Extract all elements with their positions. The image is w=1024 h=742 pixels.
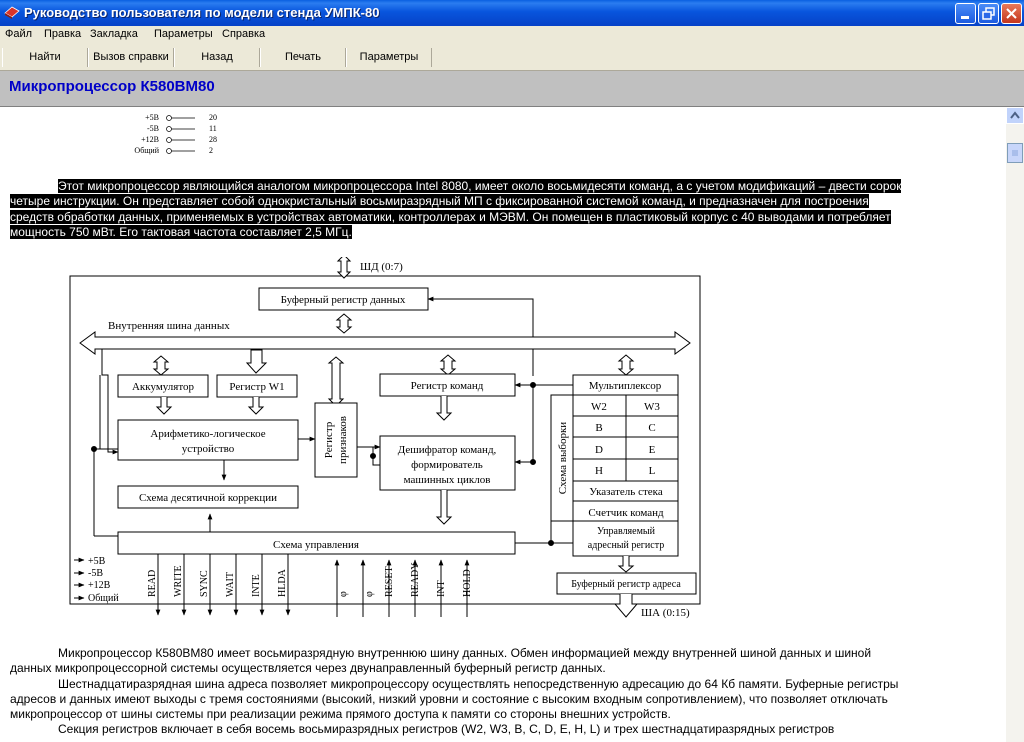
register-h: H: [595, 465, 603, 477]
signal-phi2: φ: [364, 591, 375, 597]
paragraph-line: Микропроцессор К580ВМ80 имеет восьмиразр…: [58, 646, 872, 660]
register-d: D: [595, 444, 603, 456]
minimize-button[interactable]: [955, 3, 976, 24]
pin-row: Общий 2: [134, 146, 213, 155]
signal-reset: RESET: [384, 566, 395, 597]
paragraph-line: данных микропроцессорной системы осущест…: [10, 661, 606, 676]
menu-options[interactable]: Параметры: [154, 28, 213, 40]
signal-hold: HOLD: [462, 569, 473, 597]
cpu-block-diagram: ШД (0:7) Буферный регистр данных Внутрен…: [69, 257, 701, 619]
address-register: Управляемый: [597, 526, 656, 537]
signal-inte: INTE: [251, 574, 262, 597]
buffer-address-register: Буферный регистр адреса: [571, 579, 681, 590]
register-l: L: [649, 465, 656, 477]
address-bus-label: ША (0:15): [641, 607, 690, 619]
close-button[interactable]: [1001, 3, 1022, 24]
find-button[interactable]: Найти: [2, 48, 88, 67]
power-ground: Общий: [88, 593, 119, 604]
register-w2: W2: [591, 401, 607, 413]
register-e: E: [649, 444, 656, 456]
internal-bus-label: Внутренняя шина данных: [108, 320, 230, 332]
flags-register-block-2: признаков: [337, 416, 349, 464]
register-c: C: [648, 422, 655, 434]
alu-block: Арифметико-логическое: [150, 428, 265, 440]
accumulator-block: Аккумулятор: [132, 381, 195, 393]
signal-wait: WAIT: [225, 572, 236, 597]
power-12v: +12В: [88, 580, 111, 591]
power-minus5v: -5В: [88, 568, 103, 579]
multiplexer-block: Мультиплексор: [589, 380, 662, 392]
selected-line: средств обработки данных, применяемых в …: [10, 209, 891, 224]
signal-read: READ: [147, 570, 158, 597]
window-title: Руководство пользователя по модели стенд…: [24, 5, 380, 20]
control-unit-block: Схема управления: [273, 539, 359, 551]
menu-bar: Файл Правка Закладка Параметры Справка: [0, 26, 1024, 47]
selected-line: четыре инструкции. Он представляет собой…: [10, 194, 869, 209]
help-call-button[interactable]: Вызов справки: [88, 48, 174, 67]
minimize-icon: [961, 16, 969, 19]
title-bar[interactable]: Руководство пользователя по модели стенд…: [0, 0, 1024, 26]
decoder-block: Дешифратор команд,: [398, 444, 497, 456]
selected-line: Этот микропроцессор являющийся аналогом …: [58, 179, 902, 193]
command-register-block: Регистр команд: [411, 380, 484, 392]
register-w3: W3: [644, 401, 660, 413]
app-icon: [4, 6, 20, 19]
back-button[interactable]: Назад: [174, 48, 260, 67]
options-button[interactable]: Параметры: [346, 48, 432, 67]
pin-row: +12В 28: [141, 135, 217, 144]
signal-phi1: φ: [338, 591, 349, 597]
selected-paragraph: Этот микропроцессор являющийся аналогом …: [10, 179, 1000, 240]
menu-help[interactable]: Справка: [222, 28, 266, 40]
address-register-2: адресный регистр: [588, 540, 664, 551]
select-scheme-block: Схема выборки: [557, 422, 569, 494]
pin-row: -5В 11: [147, 124, 217, 133]
body-paragraph: Микропроцессор К580ВМ80 имеет восьмиразр…: [10, 646, 1000, 738]
register-b: B: [595, 422, 602, 434]
topic-header: Микропроцессор К580ВМ80: [0, 71, 1024, 107]
menu-edit[interactable]: Правка: [44, 28, 82, 40]
vertical-scrollbar[interactable]: [1006, 107, 1024, 742]
menu-bookmark[interactable]: Закладка: [90, 28, 138, 40]
menu-file[interactable]: Файл: [5, 28, 33, 40]
paragraph-line: адресов и данных имеют выходы с тремя со…: [10, 691, 888, 706]
arrow-up-icon: [1010, 111, 1020, 119]
paragraph-line: микропроцессор от шины системы при реали…: [10, 707, 671, 722]
paragraph-line: Шестнадцатиразрядная шина адреса позволя…: [58, 676, 899, 691]
print-button[interactable]: Печать: [260, 48, 346, 67]
close-icon: [1006, 8, 1017, 19]
signal-hlda: HLDA: [277, 568, 288, 597]
decoder-block-3: машинных циклов: [404, 474, 491, 486]
page-title: Микропроцессор К580ВМ80: [9, 78, 215, 95]
program-counter: Счетчик команд: [588, 507, 664, 519]
scroll-up-button[interactable]: [1006, 107, 1024, 124]
stack-pointer: Указатель стека: [589, 486, 663, 498]
pin-row: +5В 20: [145, 113, 217, 122]
selected-line: мощность 750 мВт. Его тактовая частота с…: [10, 224, 352, 239]
bcd-correction-block: Схема десятичной коррекции: [139, 492, 277, 504]
decoder-block-2: формирователь: [411, 459, 483, 471]
topic-content[interactable]: +5В 20 -5В 11 +12В 28 Общий 2 Этот микро…: [0, 107, 1006, 742]
paragraph-line: Секция регистров включает в себя восемь …: [58, 722, 835, 737]
signal-sync: SYNC: [199, 570, 210, 597]
scroll-thumb[interactable]: [1007, 143, 1023, 163]
power-5v: +5В: [88, 556, 106, 567]
restore-button[interactable]: [978, 3, 999, 24]
data-bus-label: ШД (0:7): [360, 261, 403, 273]
signal-int: INT: [436, 580, 447, 597]
restore-icon: [982, 7, 995, 20]
alu-block-2: устройство: [182, 443, 235, 455]
signal-write: WRITE: [173, 565, 184, 597]
flags-register-block: Регистр: [323, 421, 335, 458]
toolbar: Найти Вызов справки Назад Печать Парамет…: [0, 46, 1024, 71]
signal-ready: READY: [410, 563, 421, 597]
register-w1-block: Регистр W1: [229, 381, 284, 393]
buffer-data-register: Буферный регистр данных: [281, 294, 406, 306]
